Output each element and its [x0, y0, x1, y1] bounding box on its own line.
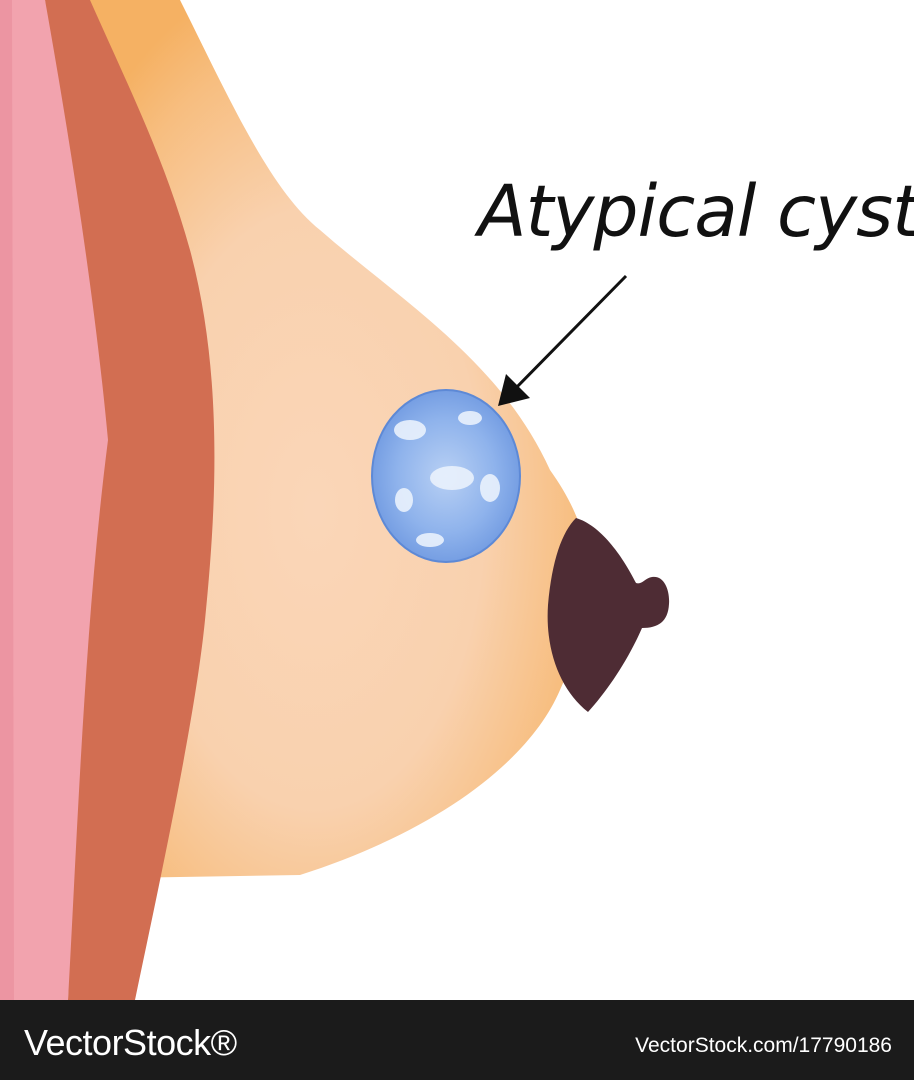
- breast-cross-section-illustration: [0, 0, 670, 1000]
- watermark-bar: VectorStock® VectorStock.com/17790186: [0, 1000, 914, 1080]
- areola: [547, 518, 670, 712]
- pointer-arrow: [498, 274, 628, 406]
- breast-tissue: [90, 0, 589, 878]
- cyst-highlights: [394, 411, 500, 547]
- chest-wall-layer: [0, 0, 108, 1000]
- cyst-label: Atypical cyst: [478, 170, 914, 253]
- watermark-image-id: VectorStock.com/17790186: [635, 1034, 892, 1057]
- chest-wall-shading: [0, 0, 14, 1000]
- pectoral-muscle-layer: [45, 0, 215, 1000]
- watermark-brand: VectorStock®: [24, 1022, 237, 1063]
